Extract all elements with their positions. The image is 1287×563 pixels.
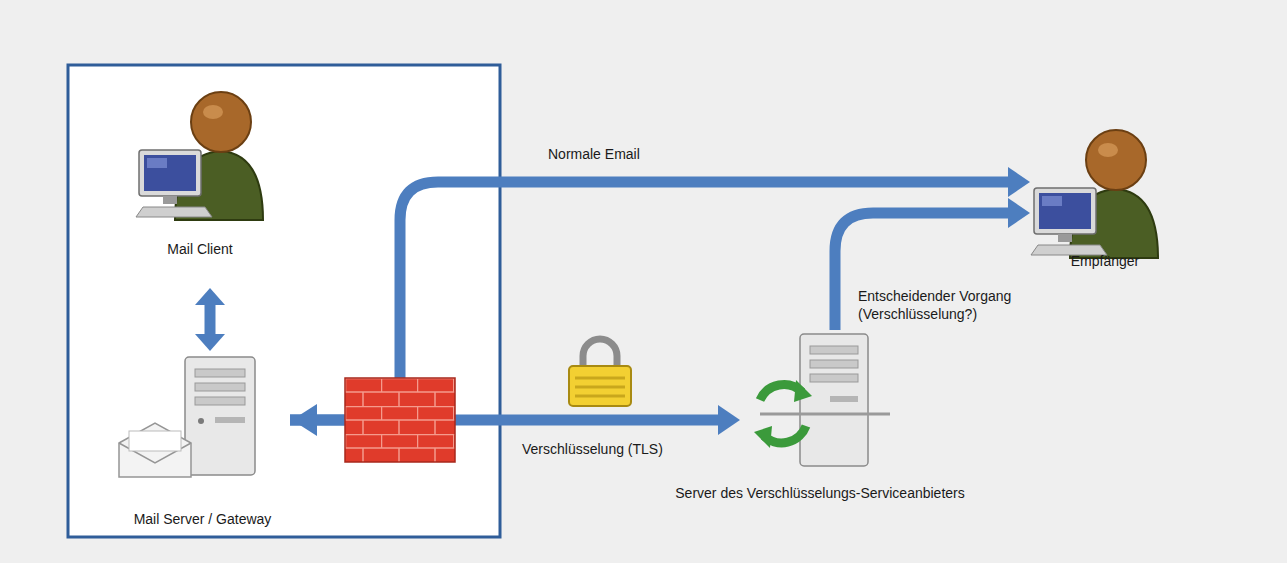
lock-icon-part <box>575 395 625 398</box>
node-label: Server des Verschlüsselungs-Serviceanbie… <box>675 484 964 502</box>
server-icon-part <box>119 423 191 477</box>
flow-arrow <box>195 288 225 351</box>
person-icon-part <box>1098 143 1118 157</box>
arrow-head <box>1008 167 1030 197</box>
edge-label: Normale Email <box>548 145 640 163</box>
encserver-icon-part <box>810 346 858 354</box>
firewall-icon <box>345 378 455 462</box>
lock-icon-part <box>583 339 617 368</box>
encserver-icon-part <box>754 426 772 448</box>
person-icon <box>135 80 265 230</box>
encserver-icon-part <box>810 360 858 368</box>
server-icon-part <box>198 418 204 424</box>
recipient: Empfänger <box>1030 118 1180 240</box>
lock-icon-part <box>569 366 631 406</box>
encserver-icon-part <box>830 396 858 402</box>
person-icon-part <box>1042 196 1062 206</box>
person-icon-part <box>147 158 167 168</box>
person-icon-part <box>1034 188 1096 234</box>
encserver-icon-part <box>794 380 812 402</box>
person-icon-part <box>191 92 251 152</box>
arrow-head <box>195 288 225 305</box>
person-icon <box>1030 118 1180 240</box>
person-icon-part <box>203 105 223 119</box>
node-label: Mail Server / Gateway <box>134 510 272 528</box>
arrow-line <box>205 303 216 336</box>
arrow-head <box>195 334 225 351</box>
person-icon-part <box>1086 130 1146 190</box>
lock-icon-part <box>575 386 625 389</box>
mail-client: Mail Client <box>135 80 265 230</box>
company-boundary <box>68 65 500 537</box>
server-icon-part <box>215 417 245 423</box>
server-icon-part <box>185 357 255 475</box>
encserver-icon-part <box>800 334 868 466</box>
encserver-icon-part <box>760 413 890 416</box>
firewall-icon-part <box>345 378 455 462</box>
server-icon-part <box>195 397 245 405</box>
encserver-icon-part <box>810 374 858 382</box>
edge-label: Verschlüsselung (TLS) <box>522 440 663 458</box>
edge-label: Entscheidender Vorgang (Verschlüsselung?… <box>858 287 1033 323</box>
person-icon-part <box>144 155 196 191</box>
server-icon-part <box>195 369 245 377</box>
encserver-icon <box>740 330 900 470</box>
person-icon-part <box>163 196 177 204</box>
server-icon-part <box>195 383 245 391</box>
encryption-server: Server des Verschlüsselungs-Serviceanbie… <box>740 330 900 470</box>
server-icon <box>115 355 290 480</box>
arrow-head <box>1008 198 1030 228</box>
person-icon-part <box>1039 193 1091 229</box>
arrow-head <box>718 405 740 435</box>
lock-icon-part <box>575 377 625 380</box>
person-icon-part <box>136 207 212 217</box>
server-icon-part <box>129 431 181 451</box>
lock-icon <box>569 339 631 406</box>
node-label: Empfänger <box>1071 252 1139 270</box>
person-icon-part <box>139 150 201 196</box>
person-icon-part <box>1058 234 1072 242</box>
node-label: Mail Client <box>167 240 232 258</box>
mail-server: Mail Server / Gateway <box>115 355 290 480</box>
